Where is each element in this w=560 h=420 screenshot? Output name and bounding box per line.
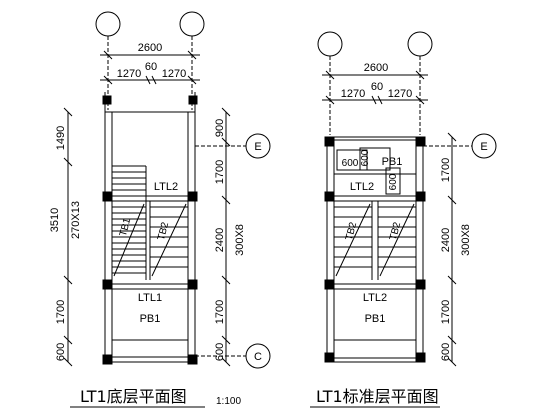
right-label-600c: 600	[388, 173, 399, 190]
left-top-bubble-2	[179, 11, 205, 37]
left-scale: 1:100	[216, 396, 241, 407]
left-axis-e-bubble	[245, 133, 271, 159]
right-dim-total: 2600	[364, 62, 388, 74]
left-dim-1700: 1700	[55, 300, 67, 324]
left-dim-600: 600	[55, 343, 67, 361]
right-top-bubble-2	[407, 31, 433, 57]
right-dim-left: 1270	[341, 88, 365, 100]
left-dim-total: 2600	[138, 42, 162, 54]
right-title: LT1标准层平面图	[316, 387, 439, 406]
left-rdim-900: 900	[214, 119, 226, 137]
right-axis-e: E	[480, 141, 487, 153]
left-rdim-2400: 2400	[214, 228, 226, 252]
right-plan-treads	[334, 201, 416, 280]
left-top-bubble-1	[95, 11, 121, 37]
right-dim-gap: 60	[371, 81, 383, 93]
right-label-600b: 600	[360, 149, 371, 166]
right-label-tb2-left: TB2	[344, 221, 359, 242]
left-dim-1490: 1490	[55, 126, 67, 150]
left-title: LT1底层平面图	[80, 387, 187, 406]
left-dim-270x13: 270X13	[70, 201, 82, 239]
left-plan	[63, 11, 271, 408]
left-rdim-1700b: 1700	[214, 300, 226, 324]
right-label-ltl2-top: LTL2	[350, 181, 374, 193]
left-label-pb1: PB1	[140, 313, 161, 325]
left-label-ltl1: LTL1	[138, 292, 162, 304]
left-rdim-1700: 1700	[214, 160, 226, 184]
right-axis-e-bubble	[471, 133, 497, 159]
right-rdim-600: 600	[440, 343, 452, 361]
right-rdim-1700b: 1700	[440, 300, 452, 324]
right-label-ltl2-bottom: LTL2	[363, 292, 387, 304]
right-top-bubble-1	[317, 31, 343, 57]
left-axis-c: C	[254, 351, 262, 363]
left-plan-treads-left	[112, 165, 151, 280]
left-label-ltl2: LTL2	[154, 181, 178, 193]
left-label-tb1: TB1	[118, 217, 133, 238]
right-rdim-1700: 1700	[440, 158, 452, 182]
left-rdim-600: 600	[214, 343, 226, 361]
left-label-tb2: TB2	[156, 221, 171, 242]
right-dim-right: 1270	[388, 88, 412, 100]
right-rdim-300x8: 300X8	[460, 224, 472, 256]
left-axis-c-bubble	[245, 343, 271, 369]
left-rdim-300x8: 300X8	[234, 224, 246, 256]
right-label-tb2-right: TB2	[388, 221, 403, 242]
right-label-pb1-bottom: PB1	[365, 313, 386, 325]
left-plan-treads-right	[150, 206, 188, 268]
left-dim-left: 1270	[117, 68, 141, 80]
right-label-600a: 600	[342, 158, 359, 169]
left-axis-e: E	[254, 141, 261, 153]
left-dim-right: 1270	[162, 68, 186, 80]
right-label-pb1-top: PB1	[382, 156, 403, 168]
right-rdim-2400: 2400	[440, 228, 452, 252]
right-plan	[310, 31, 497, 408]
left-dim-gap: 60	[145, 61, 157, 73]
left-dim-3510: 3510	[49, 208, 61, 232]
